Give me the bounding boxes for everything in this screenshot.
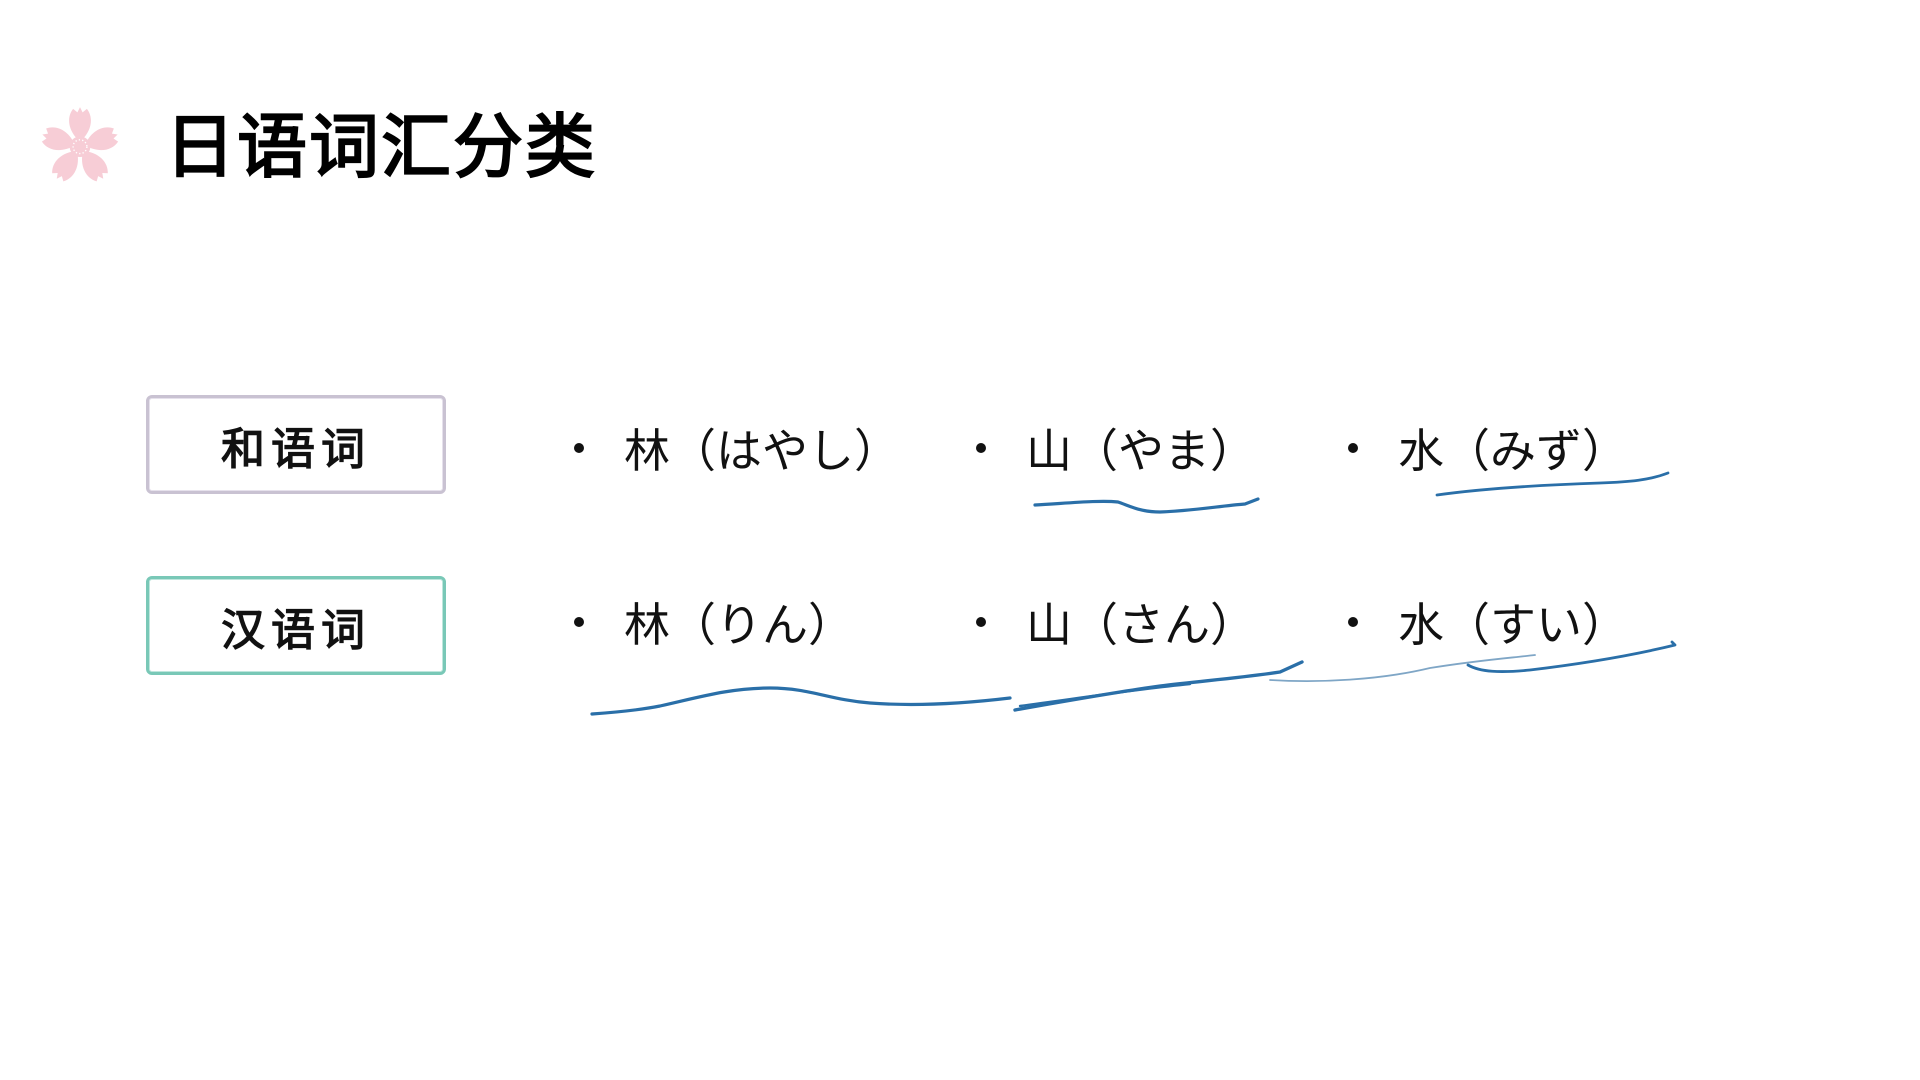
list-item: 水（すい） (1348, 592, 1628, 652)
underline-san-extra (1018, 682, 1192, 708)
item-text: 水（みず） (1398, 424, 1628, 478)
list-item: 山（やま） (976, 418, 1256, 478)
bullet-icon (1348, 443, 1358, 453)
list-item: 山（さん） (976, 592, 1256, 652)
slide-title: 日语词汇分类 (165, 106, 597, 188)
bullet-icon (976, 617, 986, 627)
connector-stroke (1269, 654, 1536, 682)
category-box-kango: 汉语词 (146, 576, 446, 675)
slide-header (37, 100, 123, 190)
item-text: 水（すい） (1398, 598, 1628, 652)
item-text: 林（りん） (624, 598, 854, 652)
underline-yama (1033, 497, 1260, 514)
underline-rin-san (590, 686, 1012, 716)
list-item: 林（りん） (574, 592, 854, 652)
item-text: 林（はやし） (624, 424, 900, 478)
list-item: 林（はやし） (574, 418, 900, 478)
underline-san (1013, 660, 1304, 712)
item-text: 山（やま） (1026, 424, 1256, 478)
sakura-blossom-icon (41, 107, 119, 182)
category-box-wago: 和语词 (146, 395, 446, 494)
item-text: 山（さん） (1026, 598, 1256, 652)
list-item: 水（みず） (1348, 418, 1628, 478)
bullet-icon (574, 443, 584, 453)
bullet-icon (1348, 617, 1358, 627)
bullet-icon (976, 443, 986, 453)
bullet-icon (574, 617, 584, 627)
